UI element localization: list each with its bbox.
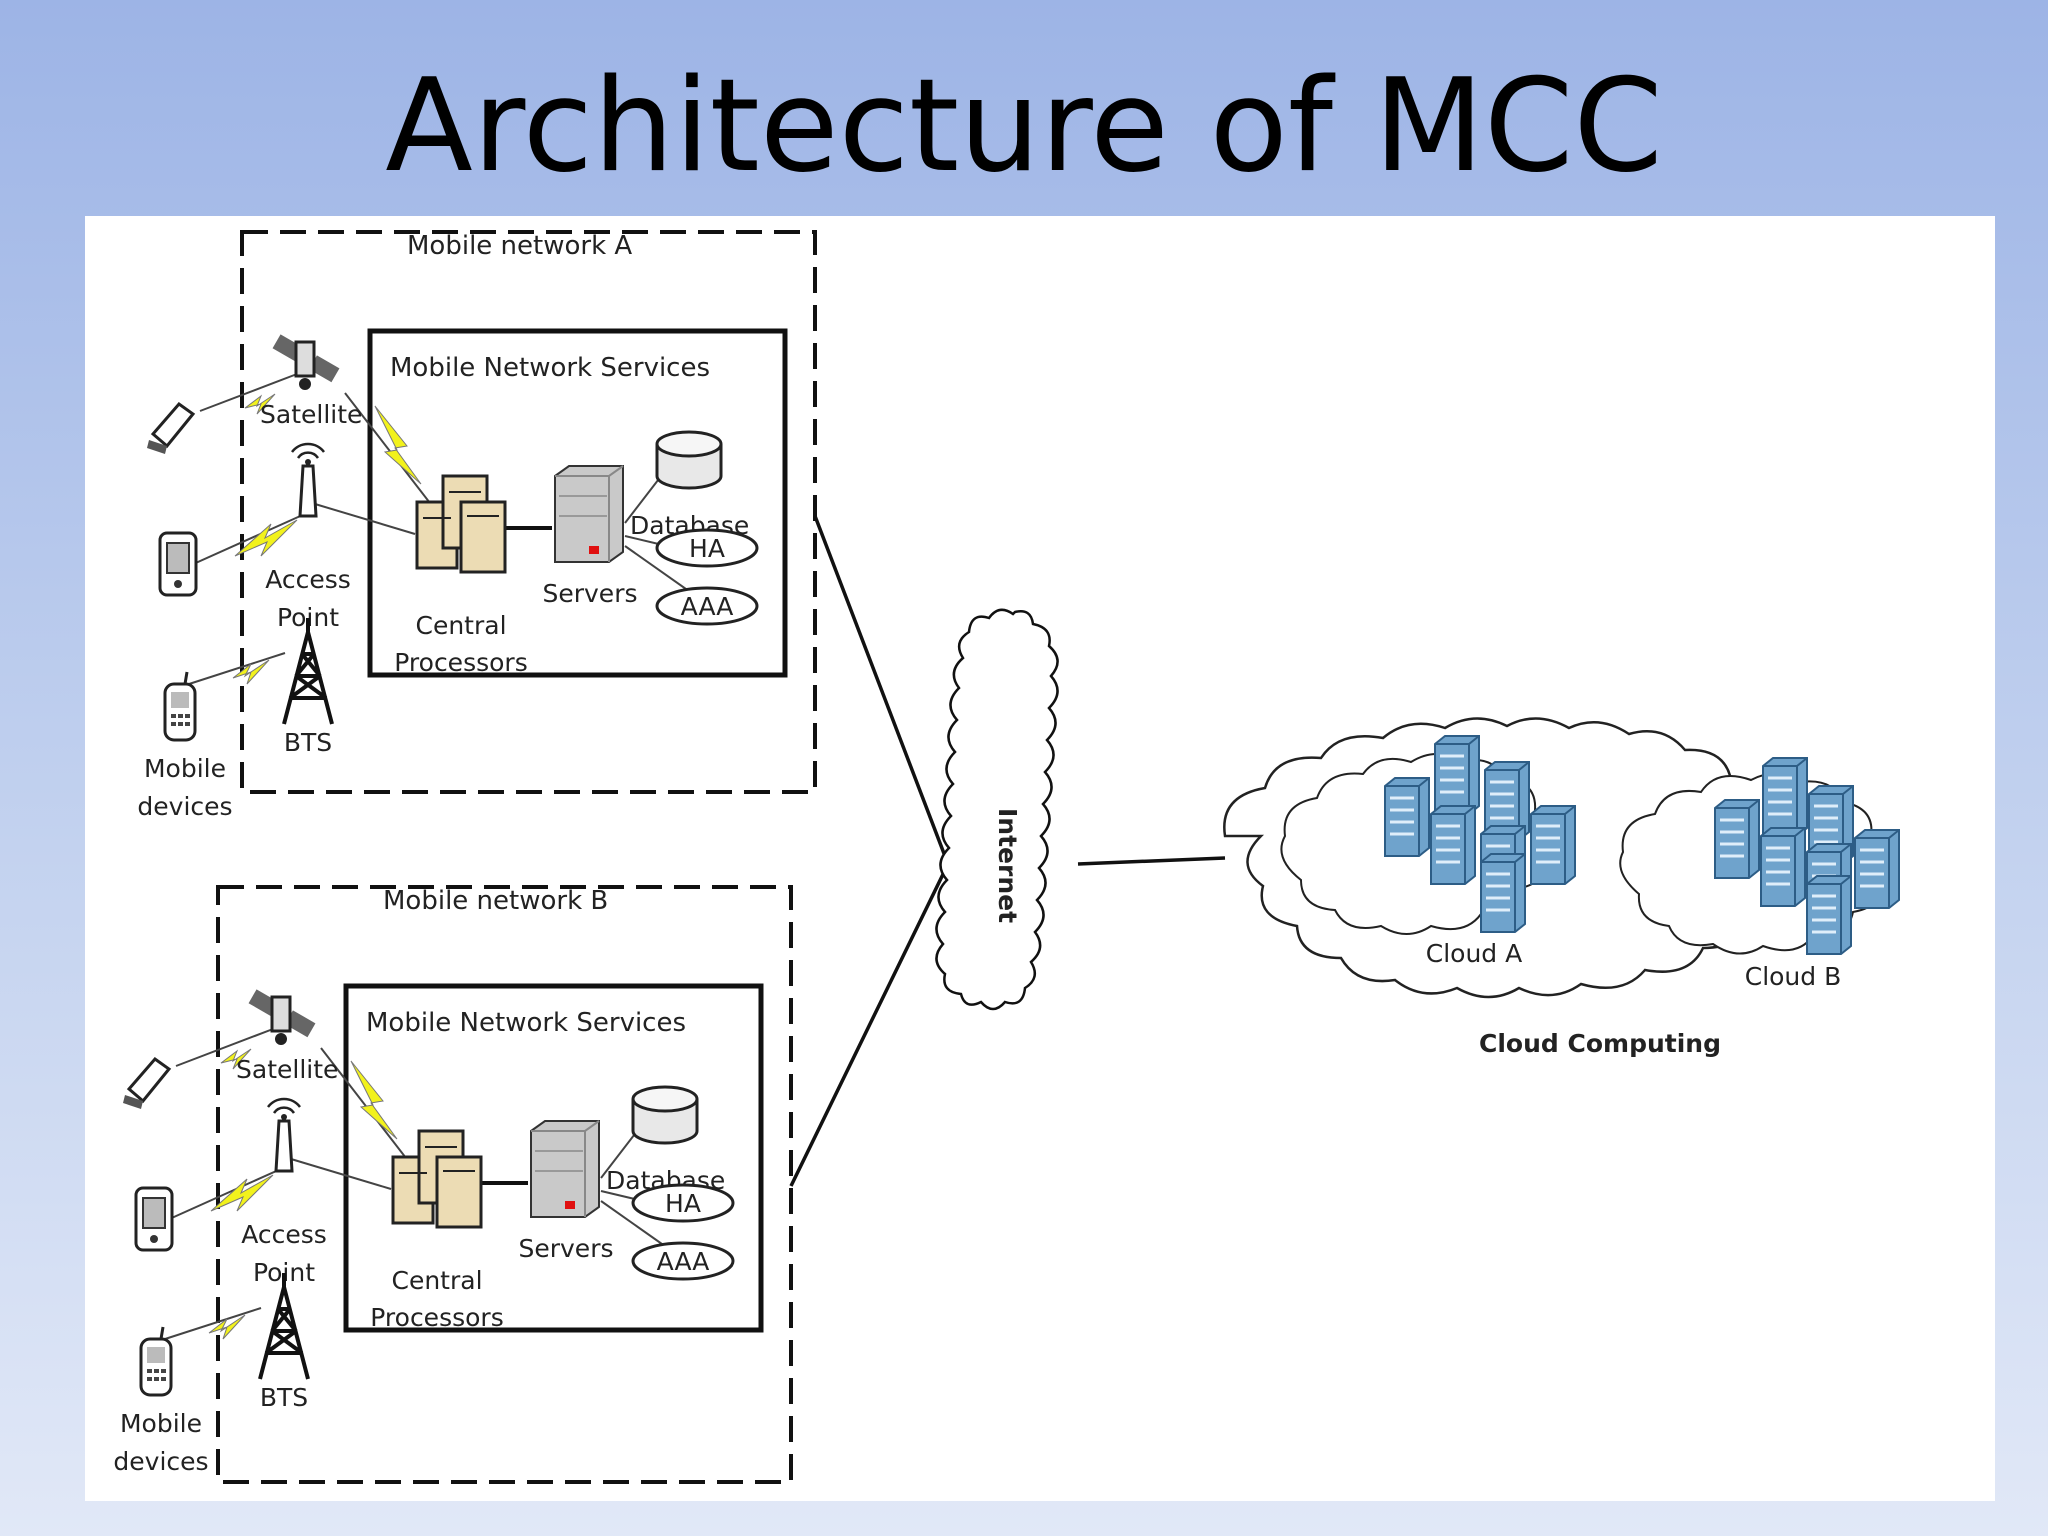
network-a-cp-line1: Central (415, 611, 506, 640)
server-rack-icon (1759, 826, 1807, 908)
network-a-access-point-line1: Access (265, 565, 351, 594)
satellite-icon (247, 987, 317, 1047)
flip-phone-icon (145, 402, 195, 456)
internet-label: Internet (993, 808, 1022, 923)
network-a-mobile-devices-line2: devices (137, 792, 232, 821)
bts-tower-icon (282, 616, 334, 726)
cloud-b-label: Cloud B (1745, 962, 1842, 991)
network-b-bts-label: BTS (260, 1383, 308, 1412)
cell-phone-icon (139, 1325, 173, 1397)
central-processors-icon (391, 1129, 483, 1229)
server-rack-icon (1805, 874, 1853, 956)
database-icon (631, 1085, 699, 1145)
architecture-diagram: Mobile network A Mobile Network Services (113, 230, 1901, 1484)
network-b-boundary (216, 885, 793, 1484)
network-b-access-point-line1: Access (241, 1220, 327, 1249)
aaa-ellipse (631, 1241, 735, 1281)
network-b-cp-line1: Central (391, 1266, 482, 1295)
central-processors-icon (415, 474, 507, 574)
network-b-servers-label: Servers (518, 1234, 613, 1263)
database-icon (655, 430, 723, 490)
server-rack-icon (1433, 734, 1481, 816)
network-a-label: Mobile network A (407, 231, 632, 261)
satellite-icon (271, 332, 341, 392)
network-b-ha-label: HA (665, 1189, 701, 1218)
ha-ellipse (631, 1183, 735, 1223)
pda-icon (134, 1186, 174, 1252)
server-rack-icon (1383, 776, 1431, 858)
server-rack-icon (1853, 828, 1901, 910)
server-rack-icon (1429, 804, 1477, 886)
diagram-panel: Mobile network A Mobile Network Services (85, 216, 1995, 1501)
network-b-aaa-label: AAA (657, 1247, 710, 1276)
server-icon (530, 1120, 600, 1218)
slide-title: Architecture of MCC (385, 52, 1663, 201)
cloud-a-label: Cloud A (1426, 939, 1522, 968)
network-a-ha-label: HA (689, 534, 725, 563)
bts-tower-icon (258, 1271, 310, 1381)
network-a-mobile-devices-line1: Mobile (144, 754, 226, 783)
network-a-cp-line2: Processors (394, 648, 527, 677)
network-b-mobile-devices-line2: devices (113, 1447, 208, 1476)
network-a-boundary (240, 230, 817, 794)
server-rack-icon (1761, 756, 1809, 838)
internet-links (789, 515, 1226, 1187)
flip-phone-icon (121, 1057, 171, 1111)
network-b-cp-line2: Processors (370, 1303, 503, 1332)
cloud-computing: Cloud A Cloud B Cloud Computing (1223, 717, 1901, 1058)
network-b-satellite-label: Satellite (236, 1055, 338, 1084)
server-icon (554, 465, 624, 563)
network-a-satellite-label: Satellite (260, 400, 362, 429)
network-a-services-label: Mobile Network Services (390, 353, 710, 383)
server-rack-icon (1479, 852, 1527, 934)
network-b-services-label: Mobile Network Services (366, 1008, 686, 1038)
server-rack-icon (1713, 798, 1761, 880)
network-a-bts-label: BTS (284, 728, 332, 757)
aaa-ellipse (655, 586, 759, 626)
network-b-services-box (343, 983, 764, 1333)
internet-cloud: Internet (935, 608, 1059, 1011)
pda-icon (158, 531, 198, 597)
ha-ellipse (655, 528, 759, 568)
network-a-services-box (367, 328, 788, 678)
network-a: Mobile network A Mobile Network Services (137, 230, 817, 821)
cell-phone-icon (163, 670, 197, 742)
network-a-servers-label: Servers (542, 579, 637, 608)
network-a-aaa-label: AAA (681, 592, 734, 621)
network-b-mobile-devices-line1: Mobile (120, 1409, 202, 1438)
network-b: Mobile network B Mobile Network Services (113, 885, 793, 1484)
server-rack-icon (1529, 804, 1577, 886)
cloud-computing-caption: Cloud Computing (1479, 1029, 1721, 1058)
network-b-label: Mobile network B (383, 886, 608, 916)
